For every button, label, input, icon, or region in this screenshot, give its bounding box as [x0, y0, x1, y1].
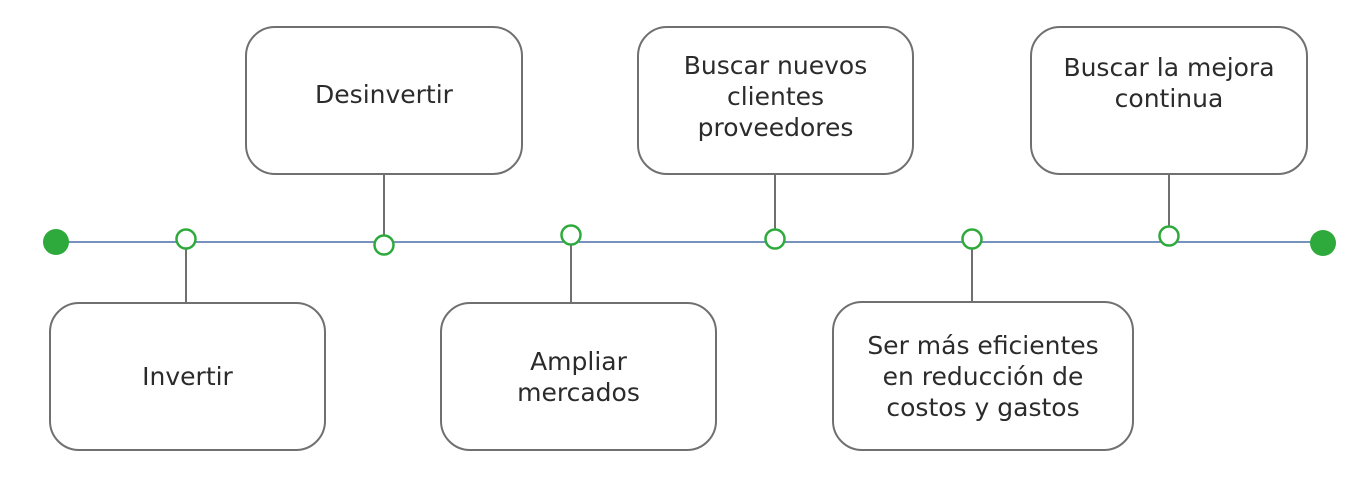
node-desinvertir [373, 234, 395, 256]
milestone-label-eficientes: Ser más eficientes en reducción de costo… [867, 330, 1099, 422]
milestone-box-ampliar: Ampliar mercados [440, 302, 717, 451]
node-buscar-nuevos [764, 228, 786, 250]
milestone-label-ampliar: Ampliar mercados [517, 346, 640, 407]
node-mejora [1158, 225, 1180, 247]
node-eficientes [961, 228, 983, 250]
milestone-box-invertir: Invertir [49, 302, 326, 451]
milestone-box-eficientes: Ser más eficientes en reducción de costo… [832, 301, 1134, 451]
milestone-label-buscar-nuevos: Buscar nuevos clientes proveedores [683, 51, 868, 142]
timeline-start-dot [43, 229, 69, 255]
node-invertir [175, 228, 197, 250]
node-ampliar [560, 224, 582, 246]
milestone-box-mejora: Buscar la mejora continua [1030, 26, 1308, 175]
milestone-box-desinvertir: Desinvertir [245, 26, 523, 175]
milestone-box-buscar-nuevos: Buscar nuevos clientes proveedores [637, 26, 914, 175]
milestone-label-invertir: Invertir [142, 362, 233, 391]
timeline-end-dot [1310, 230, 1336, 256]
milestone-label-mejora: Buscar la mejora continua [1063, 53, 1275, 113]
milestone-label-desinvertir: Desinvertir [315, 80, 453, 109]
